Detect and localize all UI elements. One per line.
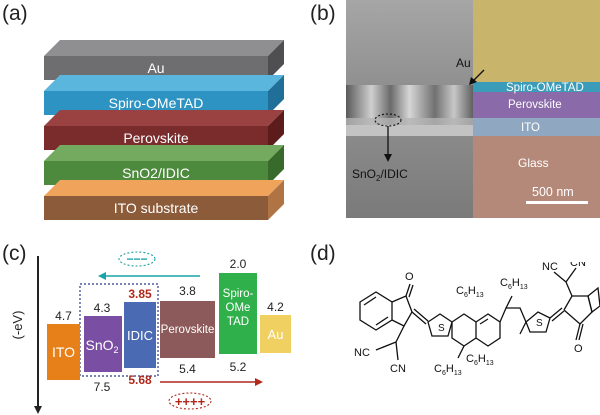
layer-top-face — [44, 180, 284, 196]
au-label: Au — [268, 327, 284, 342]
false-color-au — [473, 0, 600, 82]
idic-block — [124, 302, 156, 368]
energy-axis-label: (-eV) — [10, 311, 25, 340]
hexyl-bottom-left: C6H13 — [434, 363, 462, 377]
panel-label-d: (d) — [310, 242, 336, 265]
sem-label-perovskite: Perovskite — [508, 99, 562, 111]
stack-layer-perovskite: Perovskite — [44, 110, 284, 150]
idic-molecule-structure: O NC CN S S O NC CN C6H13 C6H13 C6H13 C6… — [354, 262, 600, 377]
spiro-label-line3: TAD — [227, 316, 249, 328]
perovskite-top-value: 3.8 — [179, 284, 196, 298]
layer-side-face — [268, 75, 284, 115]
sem-label-ito: ITO — [521, 122, 540, 134]
spiro-bottom-value: 5.2 — [230, 360, 247, 374]
stack-layer-spiro-ometad: Spiro-OMeTAD — [44, 75, 284, 115]
group-cn-right: CN — [570, 262, 586, 269]
layer-side-face — [268, 110, 284, 150]
sno2-highlight-ellipse — [374, 113, 402, 127]
au-block — [260, 315, 291, 353]
sem-label-glass: Glass — [518, 156, 549, 170]
idic-bottom-value: 5.68 — [128, 373, 152, 387]
panel-label-c: (c) — [2, 242, 27, 265]
layer-label: SnO2/IDIC — [122, 165, 190, 181]
layer-top-face — [44, 110, 284, 126]
group-cn-left: CN — [390, 363, 406, 375]
false-color-perovskite — [473, 92, 600, 118]
hole-charge-ellipse — [168, 392, 212, 410]
layer-top-face — [44, 75, 284, 91]
perovskite-bottom-value: 5.4 — [179, 362, 196, 376]
spiro-label-line1: Spiro- — [223, 288, 254, 300]
layer-side-face — [268, 145, 284, 185]
layer-side-face — [268, 180, 284, 220]
layer-label: Spiro-OMeTAD — [109, 95, 204, 111]
sno2-top-value: 4.3 — [94, 301, 111, 315]
atom-s-right: S — [536, 318, 543, 329]
sem-cross-section: Au Spiro-OMeTAD Perovskite ITO Glass SnO… — [346, 0, 600, 218]
sno2-block — [84, 316, 122, 372]
energy-level-diagram: (-eV) ITO 4.7 SnO2 4.3 7.5 IDIC 3.85 5.6… — [10, 251, 291, 414]
idic-top-value: 3.85 — [128, 287, 152, 301]
sno2-bottom-value: 7.5 — [94, 380, 111, 394]
molecule-bonds — [359, 267, 600, 361]
layer-side-face — [268, 40, 284, 80]
stack-layer-au: Au — [44, 40, 284, 80]
sem-label-au: Au — [456, 56, 471, 70]
electron-minus-signs: −−− — [126, 252, 147, 266]
false-color-spiro — [473, 82, 600, 92]
idic-label: IDIC — [127, 328, 153, 343]
hexyl-top-right: C6H13 — [500, 277, 528, 291]
spiro-block — [219, 273, 257, 354]
layer-label: Perovskite — [123, 130, 189, 146]
layer-label: Au — [147, 60, 164, 76]
layer-label: ITO substrate — [114, 200, 199, 216]
hexyl-bottom-right: C6H13 — [466, 353, 494, 367]
panel-label-a: (a) — [2, 2, 28, 25]
perovskite-block — [160, 301, 215, 358]
ito-top-value: 4.7 — [55, 309, 72, 323]
hole-plus-signs: ++++ — [175, 394, 206, 409]
sem-top-region — [346, 0, 473, 85]
spiro-label-line2: OMe — [226, 302, 251, 314]
false-color-glass — [473, 136, 600, 218]
false-color-ito — [473, 118, 600, 136]
hexyl-top-left: C6H13 — [456, 285, 484, 299]
sem-label-sno2: SnO2/IDIC — [352, 167, 408, 183]
group-nc-right: NC — [542, 262, 558, 273]
atom-s-left: S — [438, 323, 445, 334]
spiro-top-value: 2.0 — [230, 257, 247, 271]
panel-label-b: (b) — [310, 2, 336, 25]
electron-charge-ellipse — [118, 251, 156, 267]
sem-label-spiro: Spiro-OMeTAD — [506, 82, 584, 94]
atom-o-left: O — [405, 271, 414, 283]
layer-front-face — [44, 196, 268, 220]
perovskite-label: Perovskite — [161, 324, 215, 336]
atom-o-right: O — [574, 343, 583, 355]
scale-bar — [526, 201, 588, 204]
group-nc-left: NC — [354, 347, 370, 359]
stack-layer-ito-substrate: ITO substrate — [44, 180, 284, 220]
sno2-label: SnO2 — [85, 337, 118, 355]
ito-label: ITO — [52, 344, 75, 360]
sem-glass-region — [346, 136, 473, 218]
layer-top-face — [44, 145, 284, 161]
scale-bar-label: 500 nm — [532, 185, 574, 199]
ito-block — [47, 324, 80, 380]
layer-top-face — [44, 40, 284, 56]
au-top-value: 4.2 — [267, 300, 284, 314]
stack-layer-sno2-idic: SnO2/IDIC — [44, 145, 284, 185]
